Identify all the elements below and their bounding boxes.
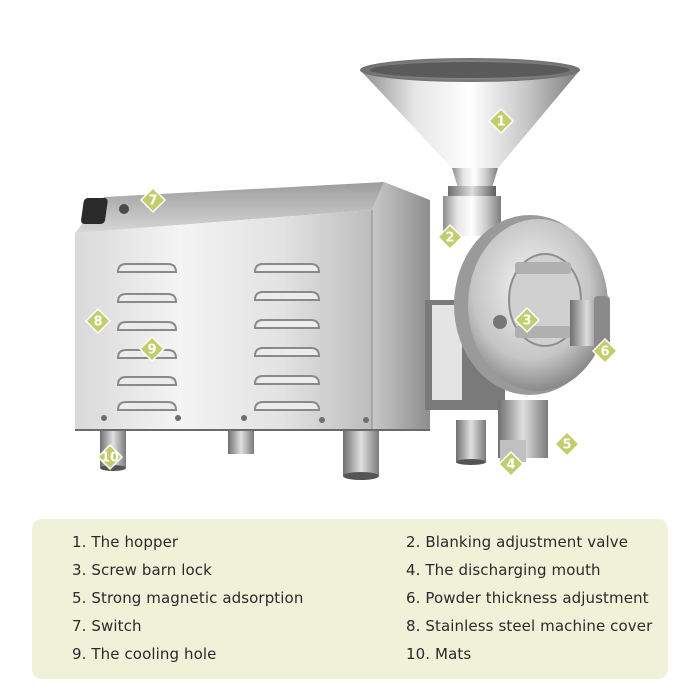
marker-9: 9 [138,335,166,363]
leg-front-mid [228,428,254,454]
legend-item-7: 7. Switch [72,617,142,635]
grinding-chamber [425,215,608,410]
machine-illustration: 1 2 3 4 5 6 7 8 9 10 [75,58,619,480]
legend-item-5: 5. Strong magnetic adsorption [72,589,304,607]
screw-lock-icon [493,315,507,329]
marker-label: 5 [562,438,571,453]
marker-10: 10 [96,443,124,471]
marker-label: 4 [506,458,515,473]
marker-8: 8 [84,307,112,335]
thickness-adjust-knob [570,296,610,350]
marker-4: 4 [497,450,525,478]
leg-front-right [343,428,379,476]
legend-item-1: 1. The hopper [72,533,179,551]
marker-7: 7 [139,186,167,214]
callout-markers: 1 2 3 4 5 6 7 8 9 10 [84,107,619,478]
marker-label: 7 [148,194,157,209]
marker-label: 1 [496,115,505,130]
leg-back-right [456,420,486,462]
legend-item-10: 10. Mats [406,645,472,663]
marker-label: 10 [101,451,119,466]
legend-panel: 1. The hopper 2. Blanking adjustment valv… [32,519,668,679]
cabinet-side [372,182,430,430]
marker-label: 2 [445,231,454,246]
marker-1: 1 [487,107,515,135]
legend-item-4: 4. The discharging mouth [406,561,601,579]
cooling-vents-right [253,263,321,411]
marker-label: 6 [600,345,609,360]
cabinet-screws [101,415,369,423]
marker-label: 3 [522,314,531,329]
cooling-vents-left [116,263,178,411]
marker-label: 9 [147,343,156,358]
legend-item-6: 6. Powder thickness adjustment [406,589,649,607]
cabinet-front [75,210,372,430]
marker-label: 8 [93,315,102,330]
discharging-mouth [498,400,548,462]
marker-2: 2 [436,223,464,251]
marker-6: 6 [591,337,619,365]
legend-item-3: 3. Screw barn lock [72,561,212,579]
legend-item-8: 8. Stainless steel machine cover [406,617,653,635]
legend-item-2: 2. Blanking adjustment valve [406,533,629,551]
marker-5: 5 [553,430,581,458]
legend-item-9: 9. The cooling hole [72,645,217,663]
marker-3: 3 [513,306,541,334]
switch-icon [81,198,129,224]
